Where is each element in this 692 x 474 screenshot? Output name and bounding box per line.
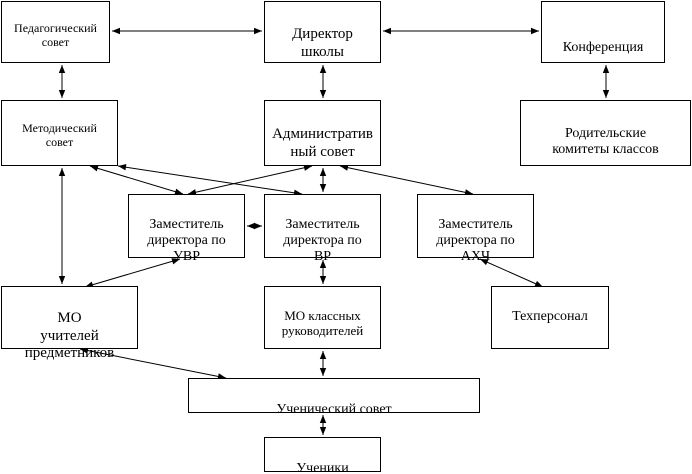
node-zam-ahch-label: Заместитель директора по АХЧ [436,217,515,265]
node-ped-sovet: Педагогический совет [1,1,110,63]
link-zam-vr-mo-class [319,260,327,284]
link-director-conference [383,27,539,35]
node-ped-sovet-label: Педагогический совет [14,20,97,49]
link-admin-zam-vr [319,168,327,192]
node-metod-sovet-label: Методический совет [22,120,97,149]
link-metod-zam-uvr [89,165,184,195]
node-student-sovet: Ученический совет [188,378,480,417]
link-admin-zam-ahch [339,164,474,196]
node-techstaff-label: Техперсонал [512,309,588,325]
node-admin-sovet-label: Административный совет [272,126,373,160]
node-director: Директор школы [264,1,381,63]
node-students-label: Ученики [296,461,349,474]
node-zam-ahch: Заместитель директора по АХЧ [417,194,534,264]
node-parents-label: Родительские комитеты классов [552,126,659,158]
link-ped-metod [58,65,66,98]
node-zam-uvr: Заместитель директора по УВР [128,194,245,264]
node-techstaff: Техперсонал [491,286,609,349]
link-director-admin [319,65,327,98]
link-metod-mo-teachers [58,168,66,284]
node-conference: Конференция [541,1,665,63]
node-mo-teachers-label: МО учителей предметников [24,310,115,361]
node-conference-label: Конференция [562,40,644,56]
node-zam-vr: Заместитель директора по ВР [264,194,381,264]
node-zam-vr-label: Заместитель директора по ВР [283,217,362,265]
node-students: Ученики [264,437,381,474]
node-mo-class-label: МО классных руководителей [281,307,364,338]
link-student-sovet-students [319,415,327,435]
link-zam-ahch-techstaff [479,258,544,288]
link-zam-uvr-zam-vr [247,222,262,230]
node-mo-class: МО классных руководителей [264,286,381,349]
node-student-sovet-label: Ученический совет [276,402,392,418]
link-conference-parents [602,65,610,98]
link-mo-class-student-sovet [319,351,327,376]
node-mo-teachers: МО учителей предметников [1,286,138,361]
node-admin-sovet: Административный совет [264,100,381,166]
node-director-label: Директор школы [292,26,353,60]
node-parents: Родительские комитеты классов [520,100,691,166]
link-ped-director [112,27,262,35]
link-admin-zam-uvr [187,164,313,196]
node-metod-sovet: Методический совет [1,100,118,166]
node-zam-uvr-label: Заместитель директора по УВР [147,217,226,265]
